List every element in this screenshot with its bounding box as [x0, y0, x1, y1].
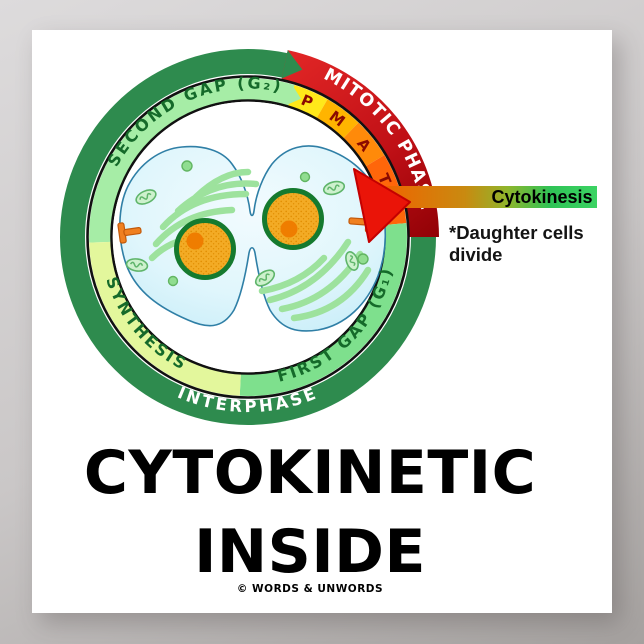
mitochondria: [125, 180, 359, 287]
vesicle-dot: [181, 160, 193, 172]
mitochondrion-icon: [322, 180, 346, 196]
cytokinesis-label: Cytokinesis: [491, 187, 592, 207]
endoplasmic-reticulum-left: [148, 168, 260, 262]
mitochondrion-icon: [345, 251, 359, 271]
poster-title: CYTOKINETIC INSIDE: [20, 434, 600, 592]
vesicle-dot: [299, 171, 311, 183]
centriole-left: [117, 222, 142, 244]
interphase-outer-ring: [60, 49, 436, 425]
ring-separator-outer: [86, 75, 410, 399]
vesicle-dot: [357, 253, 369, 265]
nucleolus-left: [186, 232, 204, 250]
mitotic-start-notch: [281, 50, 303, 79]
metaphase-segment: [316, 99, 359, 139]
vesicles: [167, 160, 369, 287]
endoplasmic-reticulum-right: [258, 238, 372, 322]
cell-cycle-diagram: SECOND GAP (G₂) SYNTHESIS FIRST GAP (G₁)…: [60, 49, 597, 425]
cytokinesis-arrowhead-icon: [353, 168, 411, 243]
daughter-cells-note-line2: divide: [449, 244, 502, 265]
second-gap-segment: [89, 78, 295, 243]
daughter-cells-note-line1: *Daughter cells: [449, 222, 584, 243]
nucleus-right: [262, 188, 324, 250]
cytokinesis-callout: Cytokinesis *Daughter cells divide: [353, 168, 597, 265]
dividing-daughter-cells: [117, 145, 387, 332]
mitochondrion-icon: [125, 258, 149, 272]
g2-prophase-notch: [285, 84, 301, 106]
anaphase-segment: [342, 122, 385, 167]
poster-title-line2: INSIDE: [194, 517, 426, 587]
vesicle-dot: [167, 275, 179, 287]
poster-title-line1: CYTOKINETIC: [83, 438, 537, 508]
nucleus-left: [174, 218, 236, 280]
mitochondrion-icon: [135, 189, 157, 205]
credit-line: © WORDS & UNWORDS: [236, 583, 384, 595]
first-gap-segment: [239, 223, 407, 396]
poster: SECOND GAP (G₂) SYNTHESIS FIRST GAP (G₁)…: [32, 30, 612, 613]
synthesis-segment: [89, 241, 242, 396]
mitochondrion-icon: [254, 269, 276, 287]
nucleolus-right: [280, 220, 298, 238]
cytokinesis-gradient-bar: [384, 186, 597, 208]
